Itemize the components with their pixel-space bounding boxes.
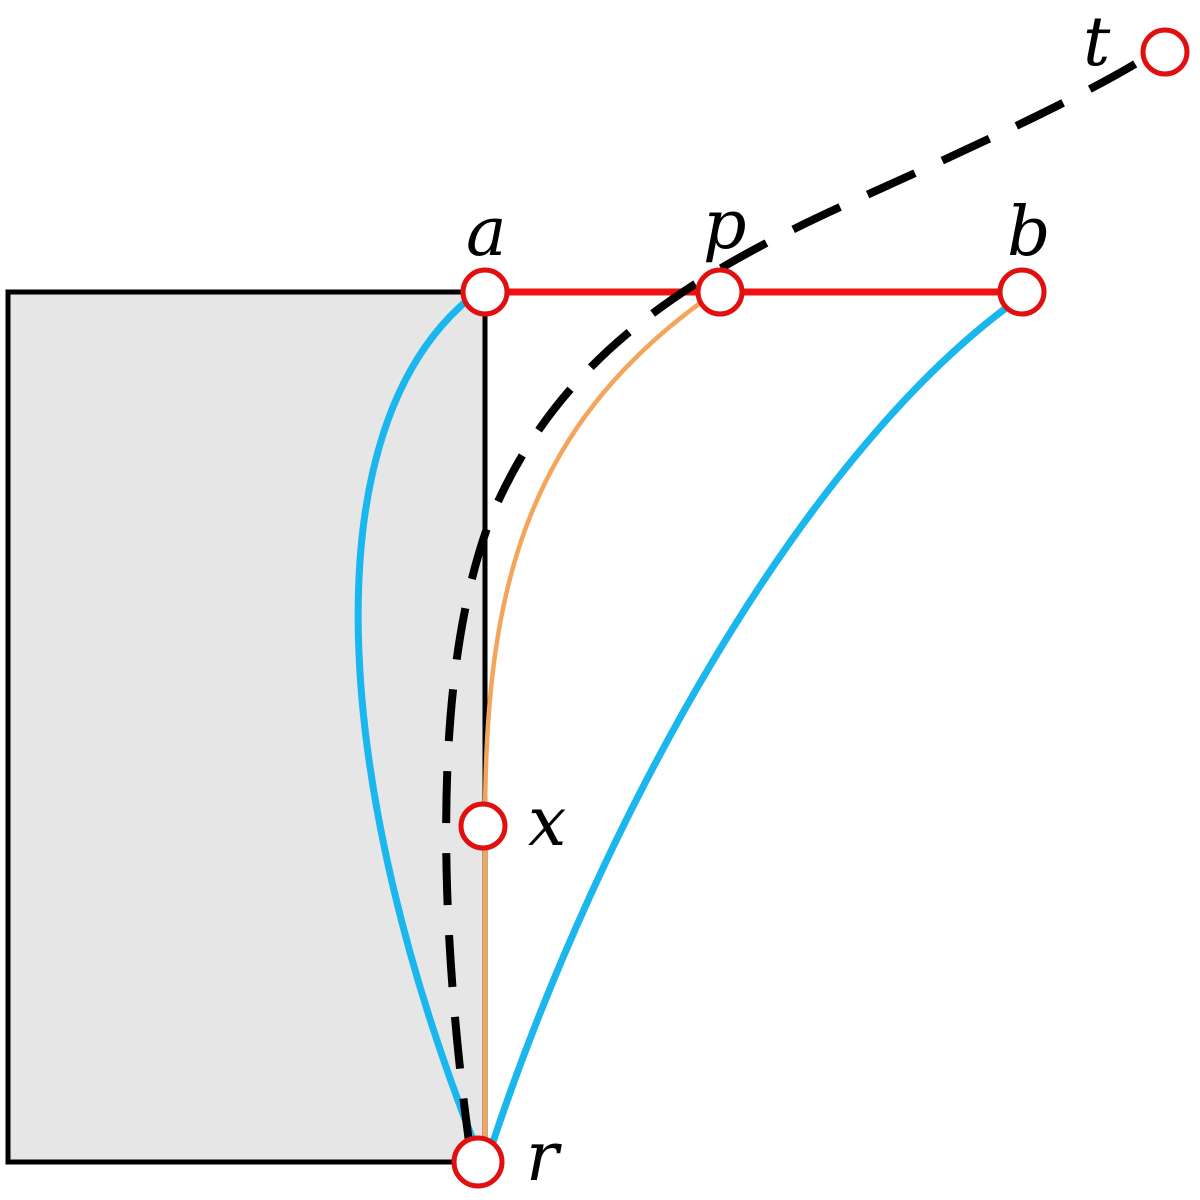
- blue-curve-r-to-a: [354, 294, 481, 1154]
- obstacle-rectangle: [5, 289, 488, 1165]
- label-b: b: [1007, 193, 1051, 272]
- dashed-curve-r-to-t: [442, 54, 1148, 1151]
- label-a: a: [466, 193, 507, 272]
- label-p: p: [703, 186, 747, 265]
- node-p: [695, 267, 745, 317]
- label-t: t: [1083, 3, 1111, 82]
- node-t: [1140, 27, 1190, 77]
- node-b: [997, 267, 1047, 317]
- label-x: x: [528, 783, 566, 862]
- orange-curve-r-x-p: [482, 294, 712, 1155]
- label-r: r: [526, 1118, 562, 1197]
- blue-curve-r-to-b: [488, 301, 1014, 1149]
- node-x: [458, 801, 508, 851]
- node-a: [460, 267, 510, 317]
- node-r: [451, 1135, 505, 1189]
